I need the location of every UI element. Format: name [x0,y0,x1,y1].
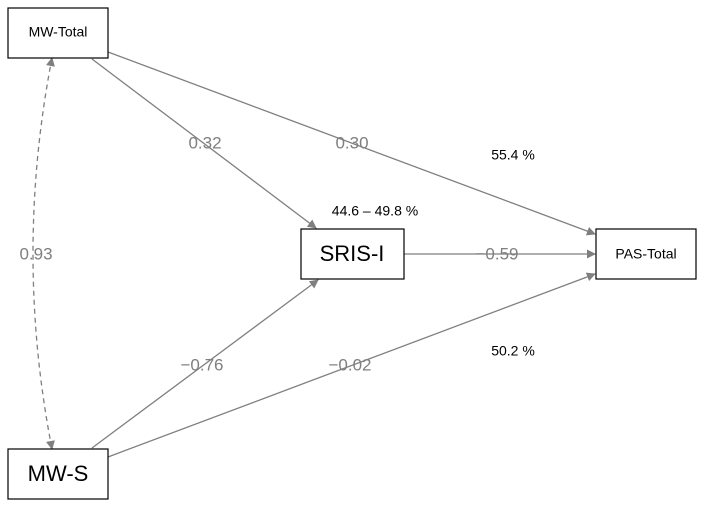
label-mw-total-to-pas-total: 0.30 [335,133,368,152]
node-pas-total: PAS-Total [595,228,697,280]
node-pas-total-label: PAS-Total [615,246,676,262]
r2-pas-total-upper: 55.4 % [491,147,535,163]
label-mw-correlation: 0.93 [19,244,52,263]
node-mw-s-label: MW-S [28,461,89,486]
label-mw-s-to-sris-i: −0.76 [180,355,223,374]
r2-sris-i: 44.6 – 49.8 % [332,203,418,219]
label-mw-total-to-sris-i: 0.32 [188,133,221,152]
node-mw-total: MW-Total [7,7,109,59]
edge-mw-s-to-sris-i [91,279,319,449]
node-sris-i-label: SRIS-I [320,241,385,266]
node-mw-s: MW-S [7,448,109,500]
edge-mw-total-to-pas-total [107,51,596,236]
edge-mw-total-to-sris-i [91,58,317,229]
node-sris-i: SRIS-I [300,228,405,280]
r2-pas-total-lower: 50.2 % [491,343,535,359]
label-mw-s-to-pas-total: −0.02 [328,355,371,374]
label-sris-i-to-pas-total: −0.59 [475,244,518,263]
node-mw-total-label: MW-Total [29,24,88,40]
edge-mw-s-to-pas-total [107,272,596,458]
